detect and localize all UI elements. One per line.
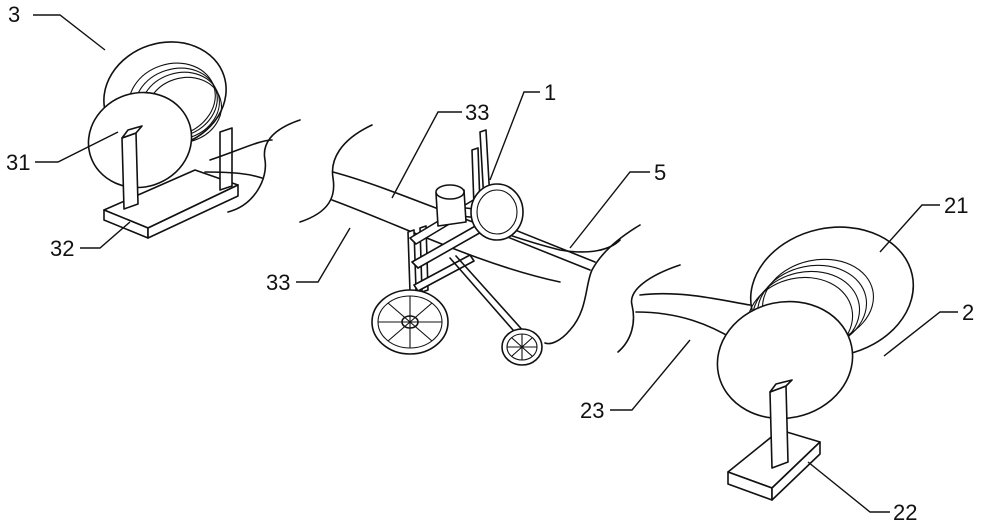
machine-motor-top [435, 184, 465, 200]
label-22: 22 [893, 500, 917, 525]
leader-lines [33, 14, 958, 513]
machine-front-wheel-spokes [378, 296, 442, 348]
label-33-top: 33 [465, 100, 489, 125]
machine-arm [449, 257, 521, 339]
label-33-bottom: 33 [266, 270, 290, 295]
left-front-post-cap [121, 125, 143, 139]
machine-rear-wheel-rim [476, 189, 518, 235]
machine-rear-wheel [470, 183, 524, 241]
left-break-line [227, 119, 301, 213]
label-21: 21 [944, 193, 968, 218]
left-reel-front-flange [87, 91, 193, 189]
leader-22 [807, 461, 890, 513]
leader-1 [489, 91, 540, 181]
cart-machine [371, 129, 543, 366]
leader-31 [35, 131, 119, 163]
label-1: 1 [544, 80, 556, 105]
machine-beam-3 [413, 254, 475, 292]
right-front-post [769, 385, 789, 469]
leader-23 [610, 339, 691, 411]
right-reel-front-flange [716, 300, 854, 420]
left-front-post [121, 132, 139, 210]
right-front-post-cap [769, 379, 793, 393]
left-reel-assembly [87, 41, 301, 239]
labels: 3 31 32 33 33 1 5 21 2 23 22 [6, 2, 974, 525]
label-23: 23 [580, 398, 604, 423]
label-31: 31 [6, 150, 30, 175]
machine-small-wheel-spokes [507, 334, 537, 360]
middle-break-right [544, 224, 641, 345]
leader-5 [569, 171, 650, 249]
left-belt-lower [204, 171, 263, 179]
right-belt-lower [635, 311, 736, 341]
label-2: 2 [962, 300, 974, 325]
strip-top-edge [332, 171, 621, 253]
machine-arm-2 [455, 255, 527, 335]
leader-21 [879, 204, 940, 253]
leader-2 [883, 311, 958, 357]
leader-32 [80, 221, 131, 249]
label-5: 5 [654, 160, 666, 185]
label-3: 3 [8, 2, 20, 27]
right-break-line [617, 264, 681, 353]
leader-33a [391, 111, 462, 199]
strip-bottom-edge [331, 199, 561, 283]
right-reel-assembly [617, 226, 915, 501]
right-belt-upper [639, 292, 751, 306]
left-base-front [147, 184, 239, 239]
leader-33b [296, 227, 351, 283]
right-base-side [771, 441, 821, 501]
leader-3 [33, 14, 106, 51]
label-32: 32 [50, 236, 74, 261]
left-back-support [219, 127, 233, 191]
middle-break-left [299, 124, 373, 223]
